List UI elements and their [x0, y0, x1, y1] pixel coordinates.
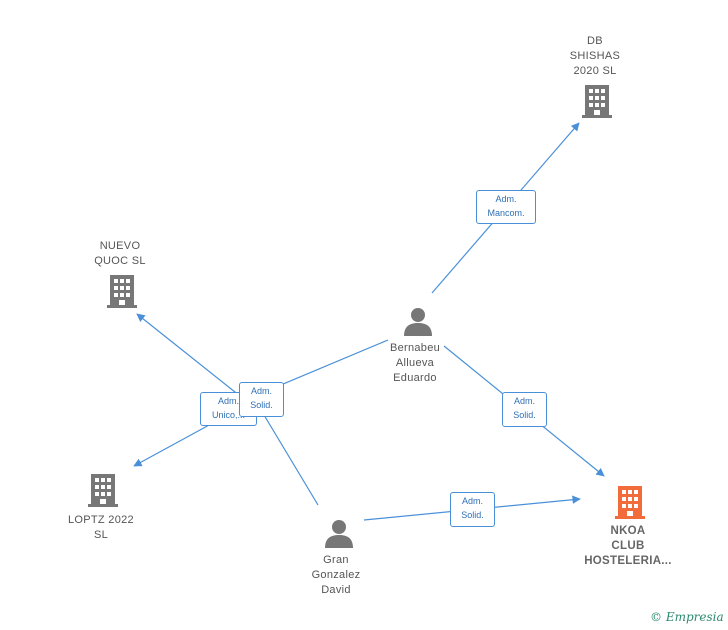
copyright-icon: ©	[650, 610, 662, 624]
edge-label-adm-mancom: Adm. Mancom.	[476, 190, 536, 224]
company-label-nkoa[interactable]: NKOA CLUB HOSTELERIA...	[584, 525, 672, 567]
person-label-gran[interactable]: Gran Gonzalez David	[311, 554, 361, 596]
building-icon[interactable]	[88, 472, 118, 508]
edge-label-adm-solid-bernabeu-nkoa: Adm. Solid.	[502, 392, 547, 427]
brand-footer: © Empresia	[650, 610, 724, 624]
building-icon[interactable]	[107, 273, 137, 309]
person-icon[interactable]	[324, 518, 354, 548]
building-icon[interactable]	[615, 484, 645, 520]
company-label-loptz[interactable]: LOPTZ 2022 SL	[68, 514, 134, 541]
brand-name: Empresia	[665, 610, 724, 624]
company-label-db-shishas[interactable]: DB SHISHAS 2020 SL	[569, 35, 621, 77]
edge-bernabeu-nuevo-quoc-tail	[136, 313, 246, 401]
building-icon[interactable]	[582, 83, 612, 119]
company-label-nuevo-quoc[interactable]: NUEVO QUOC SL	[94, 240, 146, 267]
edge-label-adm-solid-gran-nkoa: Adm. Solid.	[450, 492, 495, 527]
person-icon[interactable]	[403, 306, 433, 336]
edge-label-adm-solid-gran-loptz: Adm. Solid.	[239, 382, 284, 417]
person-label-bernabeu[interactable]: Bernabeu Allueva Eduardo	[389, 342, 441, 384]
edge-gran-loptz	[254, 399, 319, 506]
